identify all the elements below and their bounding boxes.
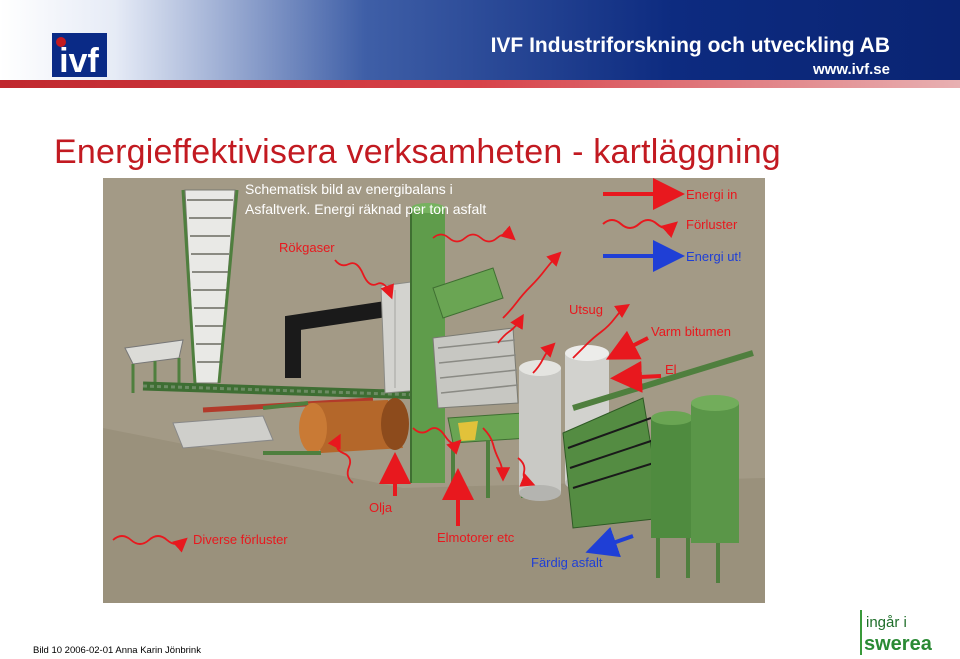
label-fardig-asfalt: Färdig asfalt — [531, 555, 603, 570]
label-olja: Olja — [369, 500, 393, 515]
company-name: IVF Industriforskning och utveckling AB — [490, 34, 890, 57]
swerea-logo-line1: ingår i — [866, 614, 907, 631]
label-elmotorer: Elmotorer etc — [437, 530, 515, 545]
swerea-logo: ingår i swerea — [860, 610, 933, 655]
legend-losses-arrow — [602, 219, 678, 238]
logo-text: ivf — [59, 42, 99, 77]
label-utsug: Utsug — [569, 302, 603, 317]
product-silos — [562, 395, 739, 583]
mixing-tower — [432, 267, 529, 498]
skip-conveyor — [572, 350, 754, 411]
loss-arrows — [112, 225, 630, 553]
energy-in-arrows — [379, 330, 662, 526]
legend: Energi in Förluster Energi ut! — [602, 178, 742, 272]
legend-energy-in: Energi in — [686, 187, 737, 202]
header-bar — [0, 0, 960, 80]
diagram-heading-line2: Asfaltverk. Energi räknad per ton asfalt — [245, 201, 486, 217]
header-accent-line — [0, 80, 960, 88]
label-diverse-forluster: Diverse förluster — [193, 532, 288, 547]
diagram-heading-line1: Schematisk bild av energibalans i — [245, 181, 453, 197]
page-title: Energieffektivisera verksamheten - kartl… — [54, 133, 781, 171]
label-el: El — [665, 362, 677, 377]
label-rokgaser: Rökgaser — [279, 240, 335, 255]
slide-footer: Bild 10 2006-02-01 Anna Karin Jönbrink — [33, 645, 201, 656]
energy-balance-diagram: Schematisk bild av energibalans i Asfalt… — [103, 178, 765, 603]
energy-out-arrow — [585, 526, 634, 558]
legend-losses: Förluster — [686, 217, 738, 232]
company-url[interactable]: www.ivf.se — [813, 61, 890, 78]
swerea-logo-line2: swerea — [864, 633, 933, 655]
legend-energy-out: Energi ut! — [686, 249, 742, 264]
label-varm-bitumen: Varm bitumen — [651, 324, 731, 339]
aggregate-elevator — [181, 189, 239, 384]
ivf-logo: ivf — [52, 33, 107, 77]
